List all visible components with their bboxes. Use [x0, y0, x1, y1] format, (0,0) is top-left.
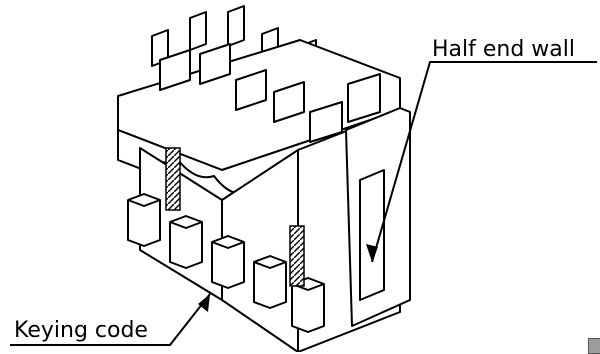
half-end-wall-leader [371, 61, 597, 263]
keying-code-strip-right [289, 225, 305, 287]
half-end-wall-label: Half end wall [432, 37, 576, 62]
keying-code-strip-left [165, 147, 181, 211]
half-end-wall-arrow [366, 244, 378, 262]
keying-code-arrow [198, 294, 210, 312]
keying-code-label: Keying code [14, 318, 148, 343]
connector-body [117, 5, 411, 352]
keying-code-leader [10, 293, 211, 346]
